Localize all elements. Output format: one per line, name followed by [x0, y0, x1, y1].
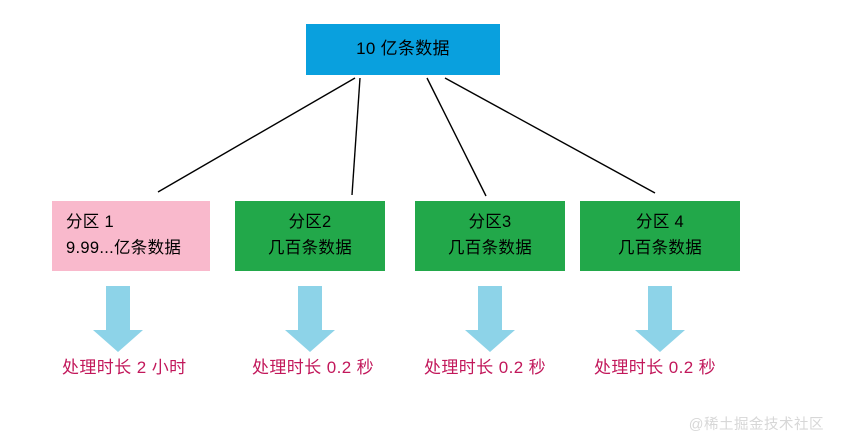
partition-box-3[interactable]: 分区3 几百条数据: [415, 201, 565, 271]
partition-box-2[interactable]: 分区2 几百条数据: [235, 201, 385, 271]
connector-to-partition-4: [444, 77, 656, 194]
flow-arrow-down-3: [465, 286, 515, 352]
connector-to-partition-2: [351, 77, 361, 196]
flow-arrow-down-4: [635, 286, 685, 352]
source-data-box[interactable]: 10 亿条数据: [306, 24, 500, 75]
result-label-2: 处理时长 0.2 秒: [252, 358, 375, 377]
result-label-4: 处理时长 0.2 秒: [594, 358, 717, 377]
connector-to-partition-3: [426, 77, 487, 197]
partition-3-detail: 几百条数据: [448, 239, 532, 257]
partition-1-detail: 9.99...亿条数据: [66, 239, 182, 257]
watermark-text: @稀土掘金技术社区: [688, 417, 824, 433]
partition-box-4[interactable]: 分区 4 几百条数据: [580, 201, 740, 271]
result-label-1: 处理时长 2 小时: [62, 358, 187, 377]
result-label-3: 处理时长 0.2 秒: [424, 358, 547, 377]
source-data-label: 10 亿条数据: [356, 39, 450, 59]
partition-1-title: 分区 1: [66, 213, 114, 232]
partition-4-title: 分区 4: [636, 213, 684, 232]
partition-4-detail: 几百条数据: [618, 239, 702, 257]
partition-2-title: 分区2: [288, 213, 332, 232]
flow-arrow-down-1: [93, 286, 143, 352]
connector-to-partition-1: [157, 77, 356, 193]
partition-2-detail: 几百条数据: [268, 239, 352, 257]
partition-box-1[interactable]: 分区 1 9.99...亿条数据: [52, 201, 210, 271]
partition-3-title: 分区3: [468, 213, 512, 232]
flow-arrow-down-2: [285, 286, 335, 352]
